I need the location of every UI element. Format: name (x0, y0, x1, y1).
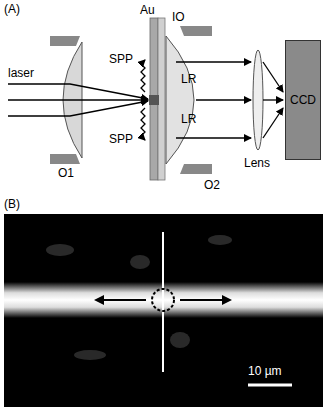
part-label: 10 µm (248, 364, 282, 378)
sample-plate (149, 18, 165, 180)
launch-spot (152, 289, 174, 311)
part-label: IO (172, 10, 185, 24)
part-label: O2 (204, 178, 220, 192)
part-label: (A) (4, 2, 20, 16)
part-label: SPP (108, 132, 134, 146)
micrograph (4, 214, 323, 407)
part-label: Lens (244, 156, 270, 170)
ccd-detector: CCD (285, 40, 321, 160)
scale-bar (248, 384, 292, 387)
transmitted-rays (176, 62, 251, 138)
part-label: LR (181, 72, 196, 86)
part-label: SPP (108, 52, 134, 66)
slit-line (162, 232, 164, 372)
part-label: Au (140, 3, 155, 17)
focused-rays (263, 62, 283, 138)
laser-rays (8, 84, 148, 116)
node-text: CCD (290, 93, 316, 107)
part-label: laser (8, 66, 34, 80)
part-label: O1 (58, 166, 74, 180)
part-label: LR (181, 112, 196, 126)
lens (253, 50, 263, 150)
part-label: (B) (4, 197, 20, 211)
propagation-arrows (94, 295, 232, 305)
